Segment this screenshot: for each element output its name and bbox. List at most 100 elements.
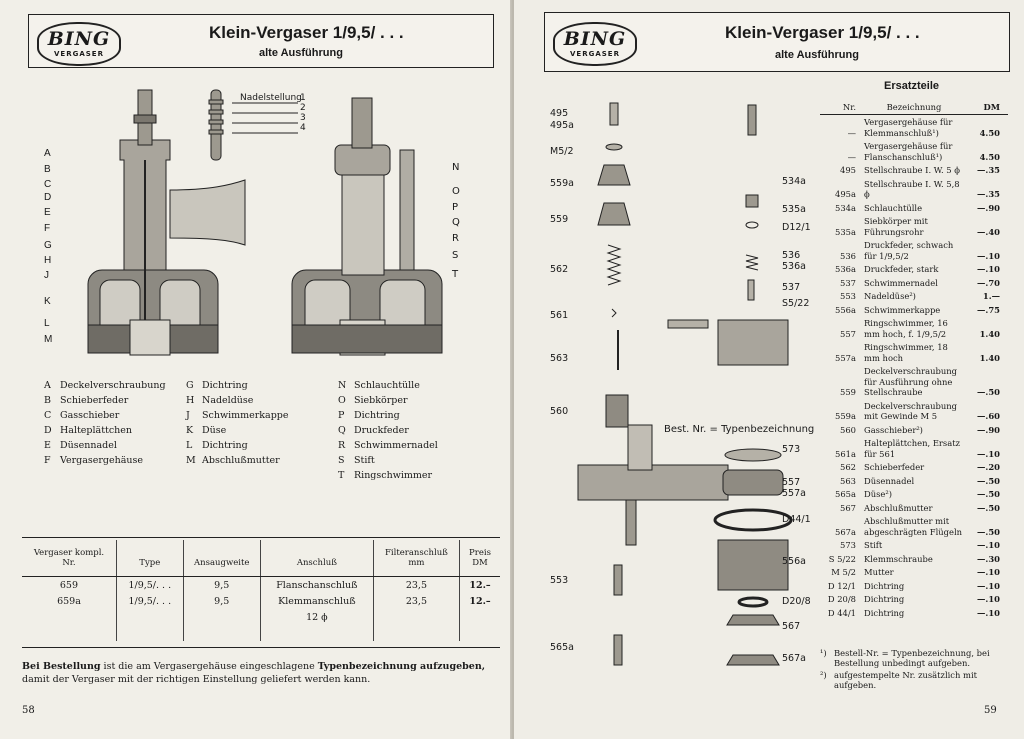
- part-price: —.50: [977, 489, 1000, 499]
- part-desc: Mutter: [864, 567, 894, 577]
- spec-table: Vergaser kompl.Nr. Type Ansaugweite Ansc…: [22, 540, 500, 641]
- part-nr: 567a: [835, 526, 856, 537]
- fig-label: D: [44, 192, 52, 203]
- fig-label: C: [44, 179, 52, 190]
- parts-row: —Vergasergehäuse für Flanschanschluß¹)4.…: [820, 141, 1008, 162]
- th-type: Type: [115, 540, 184, 577]
- fig-label: B: [44, 164, 51, 175]
- part-desc: Deckelverschraubung mit Gewinde M 5: [864, 400, 958, 422]
- part-price: —.40: [977, 226, 1000, 237]
- part-nr: 536: [840, 250, 856, 261]
- part-label: 560: [550, 406, 569, 417]
- part-label: D12/1: [782, 222, 811, 233]
- table-row: 12 ϕ: [22, 609, 500, 625]
- part-desc: Düse²): [864, 489, 892, 499]
- part-label: D20/8: [782, 596, 811, 607]
- fig-label: P: [452, 202, 459, 213]
- part-nr: 559a: [835, 411, 856, 421]
- bing-logo: BING VERGASER: [37, 22, 121, 66]
- exploded-view-figure: [577, 102, 793, 666]
- part-nr: 495: [840, 165, 856, 175]
- part-label: 495: [550, 108, 569, 119]
- part-label: 535a: [782, 204, 806, 215]
- part-label: D44/1: [782, 514, 811, 525]
- part-price: —.10: [977, 594, 1000, 604]
- page-subtitle: alte Ausführung: [775, 49, 859, 61]
- page-number-left: 58: [22, 705, 35, 716]
- carburetor-section-left: [87, 89, 246, 356]
- part-label: 562: [550, 264, 569, 275]
- needle-title: Nadelstellung: [240, 93, 302, 103]
- part-nr: 557a: [835, 352, 856, 363]
- part-price: —.30: [977, 553, 1000, 564]
- part-desc: Druckfeder, schwach für 1/9,5/2: [864, 240, 954, 261]
- needle-pos: 1: [300, 93, 306, 103]
- part-label: 534a: [782, 176, 806, 187]
- part-desc: Klemmschraube: [864, 553, 933, 564]
- part-desc: Schieberfeder: [864, 462, 925, 472]
- part-price: —.10: [977, 567, 1000, 577]
- part-desc: Gasschieber²): [864, 424, 923, 435]
- part-label: 495a: [550, 120, 574, 131]
- part-price: —.50: [977, 475, 1000, 486]
- part-nr: D 12/1: [827, 580, 856, 591]
- carburetor-section-right: [291, 97, 443, 356]
- part-price: —.10: [977, 540, 1000, 550]
- order-note: Bei Bestellung ist die am Vergasergehäus…: [22, 661, 486, 685]
- part-price: —.50: [977, 526, 1000, 537]
- fig-label: K: [44, 296, 51, 307]
- part-nr: D 20/8: [827, 594, 856, 604]
- part-desc: Halteplättchen, Ersatz für 561: [864, 438, 961, 459]
- footnotes: ¹)Bestell-Nr. = Typenbezeichnung, bei Be…: [820, 648, 990, 690]
- part-price: —.20: [977, 462, 1000, 472]
- part-price: —.50: [977, 502, 1000, 513]
- part-nr: 556a: [835, 304, 856, 315]
- part-label: 563: [550, 353, 569, 364]
- fig-label: M: [44, 334, 53, 345]
- bing-logo: BING VERGASER: [553, 22, 637, 66]
- needle-position-labels: Nadelstellung 1 2 3 4: [240, 93, 306, 133]
- spec-table-bottom-rule: [22, 647, 500, 648]
- part-desc: Druckfeder, stark: [864, 264, 939, 274]
- part-price: —.50: [977, 387, 1000, 397]
- fig-label: T: [452, 269, 459, 280]
- part-nr: 495a: [835, 189, 856, 199]
- part-price: —.10: [977, 580, 1000, 591]
- fig-label: R: [452, 233, 459, 244]
- part-label: 536a: [782, 261, 806, 272]
- logo-brand: BING: [47, 28, 111, 50]
- part-label: M5/2: [550, 146, 574, 157]
- part-nr: 537: [840, 277, 856, 288]
- part-price: —.10: [977, 448, 1000, 459]
- part-label: 559a: [550, 178, 574, 189]
- fig-label: L: [44, 318, 50, 329]
- fig-label: F: [44, 223, 51, 234]
- part-nr: 535a: [835, 226, 856, 237]
- part-price: —.35: [977, 165, 1000, 175]
- part-nr: 557: [840, 328, 856, 339]
- part-desc: Dichtring: [864, 594, 905, 604]
- part-price: 1.40: [979, 352, 1000, 363]
- part-label: S5/22: [782, 298, 810, 309]
- part-desc: Stellschraube I. W. 5,8 ϕ: [864, 178, 960, 200]
- part-price: —.10: [977, 264, 1000, 274]
- fig-label: J: [44, 270, 49, 281]
- th-nr: Vergaser kompl.Nr.: [22, 540, 117, 577]
